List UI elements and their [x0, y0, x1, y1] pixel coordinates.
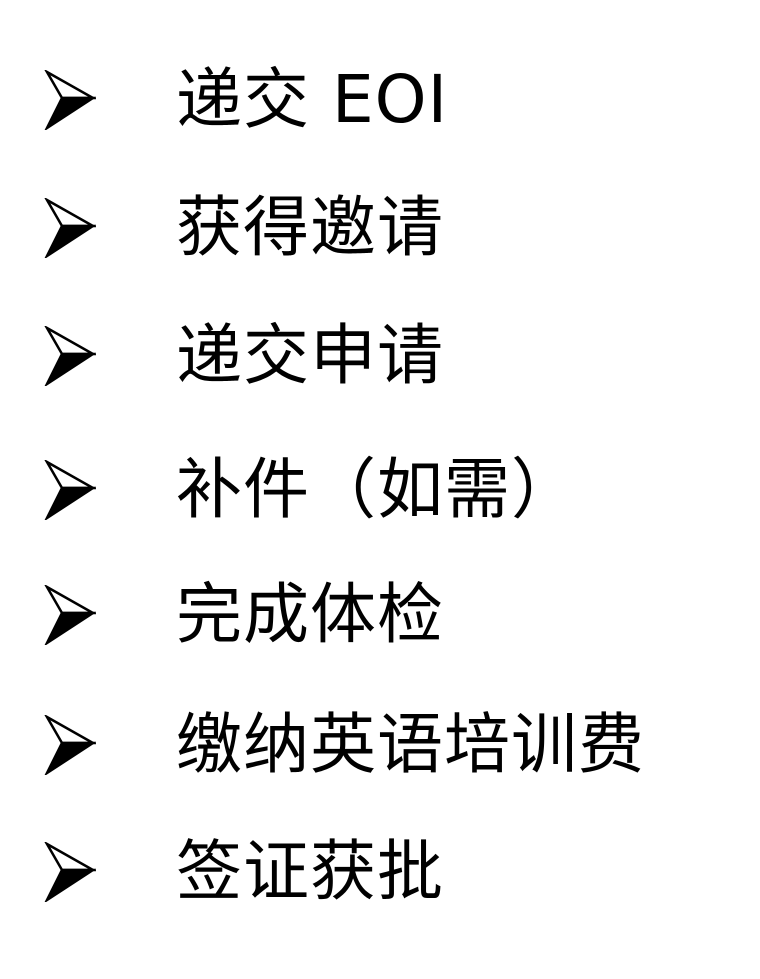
list-item-label: 签证获批	[176, 833, 444, 910]
list-item: 获得邀请	[0, 173, 760, 283]
list-item: 完成体检	[0, 560, 760, 670]
list-item-label: 递交 EOI	[176, 61, 449, 138]
list-item-label: 缴纳英语培训费	[176, 706, 645, 783]
list-item: 签证获批	[0, 817, 760, 927]
list-item-label: 获得邀请	[176, 189, 444, 266]
list-item: 缴纳英语培训费	[0, 690, 760, 800]
list-item: 补件（如需）	[0, 435, 760, 545]
list-item-label: 补件（如需）	[176, 451, 578, 528]
list-item: 递交 EOI	[0, 45, 760, 155]
arrowhead-bullet-icon	[43, 840, 98, 904]
list-item-label: 递交申请	[176, 317, 444, 394]
arrowhead-bullet-icon	[43, 196, 98, 260]
arrowhead-bullet-icon	[43, 324, 98, 388]
arrowhead-bullet-icon	[43, 583, 98, 647]
arrowhead-bullet-icon	[43, 713, 98, 777]
list-item-label: 完成体检	[176, 576, 444, 653]
arrowhead-bullet-icon	[43, 458, 98, 522]
list-item: 递交申请	[0, 301, 760, 411]
arrowhead-bullet-icon	[43, 68, 98, 132]
